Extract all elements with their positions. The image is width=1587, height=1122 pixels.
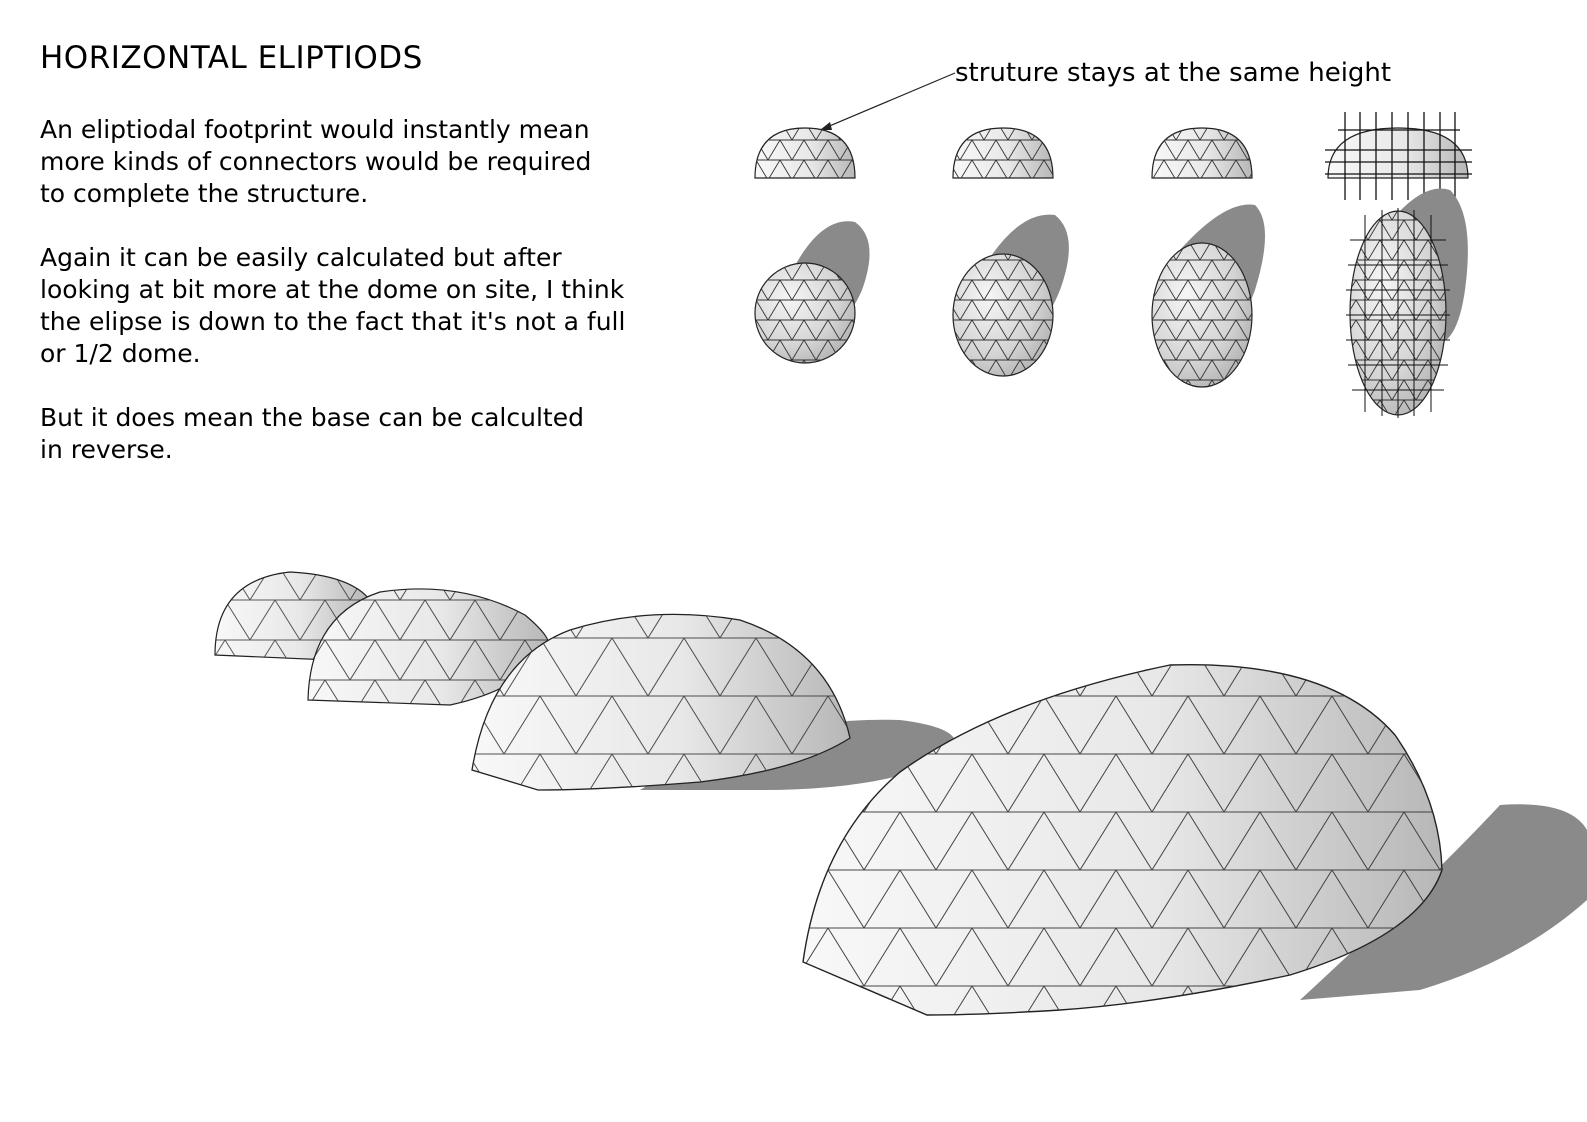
plan-dome-4-with-connectors (1346, 188, 1468, 418)
elevation-dome-3 (1151, 127, 1253, 179)
plan-dome-1 (754, 221, 870, 364)
perspective-dome-4-with-connectors (802, 663, 1443, 1016)
callout-leader (819, 72, 956, 131)
elevation-dome-4-with-connectors (1325, 112, 1472, 200)
plan-dome-3 (1151, 204, 1265, 388)
callout-label: struture stays at the same height (955, 58, 1392, 88)
page-title: HORIZONTAL ELIPTIODS (40, 40, 423, 76)
paragraph-connectors: An eliptiodal footprint would instantly … (40, 115, 592, 208)
plan-row (754, 188, 1468, 418)
plan-dome-2 (952, 214, 1069, 377)
shadow-dome-4 (1300, 804, 1587, 1000)
paragraph-dome-on-site: Again it can be easily calculated but af… (40, 243, 626, 368)
elevation-dome-1 (754, 127, 856, 179)
elevation-dome-2 (952, 127, 1054, 179)
perspective-dome-2 (307, 588, 550, 706)
paragraph-base-reverse: But it does mean the base can be calcult… (40, 403, 584, 464)
perspective-dome-3 (471, 613, 851, 791)
perspective-domes (214, 571, 1587, 1016)
elevation-row (754, 112, 1472, 200)
